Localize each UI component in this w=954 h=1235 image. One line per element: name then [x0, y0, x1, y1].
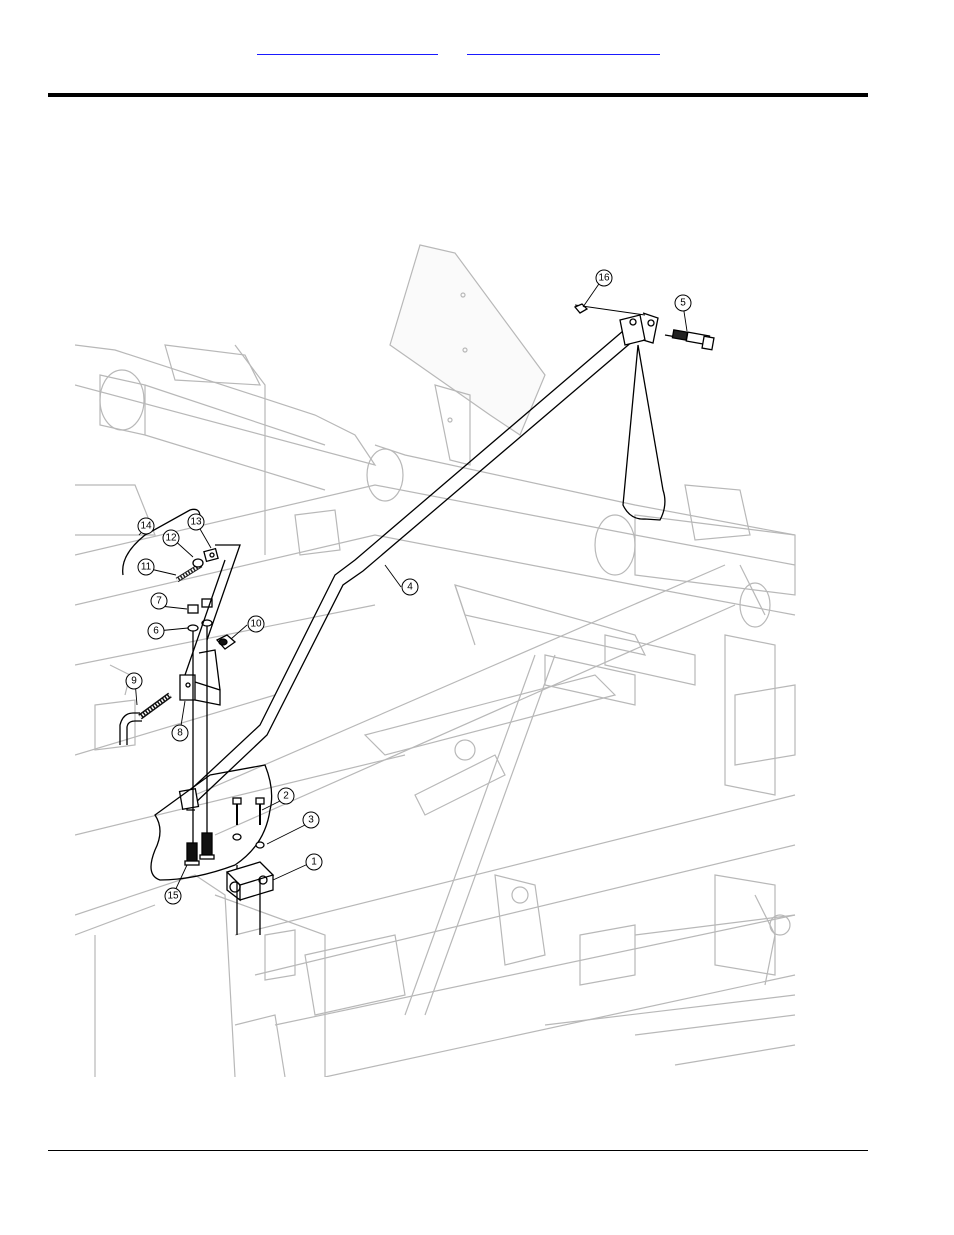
callout-label-1: 1 [311, 857, 317, 868]
callout-16: 16 [596, 270, 612, 286]
callout-label-14: 14 [140, 521, 152, 532]
footer-rule [48, 1150, 868, 1151]
callout-10: 10 [248, 616, 264, 632]
callout-label-6: 6 [153, 626, 159, 637]
callout-label-12: 12 [165, 533, 177, 544]
callout-label-7: 7 [156, 596, 162, 607]
callout-label-8: 8 [177, 728, 183, 739]
header-link-1[interactable] [257, 40, 438, 55]
callout-label-13: 13 [190, 517, 202, 528]
callout-label-9: 9 [131, 676, 137, 687]
callout-label-2: 2 [283, 791, 289, 802]
callout-1: 1 [306, 854, 322, 870]
callout-14: 14 [138, 518, 154, 534]
callout-9: 9 [126, 673, 142, 689]
callout-8: 8 [172, 725, 188, 741]
callouts: 1 2 3 4 5 6 7 [126, 270, 691, 904]
callout-5: 5 [675, 295, 691, 311]
header-rule [48, 93, 868, 97]
callout-3: 3 [303, 812, 319, 828]
callout-15: 15 [165, 888, 181, 904]
callout-label-4: 4 [407, 582, 413, 593]
header-links [0, 40, 954, 60]
callout-label-15: 15 [167, 891, 179, 902]
background-frame [75, 245, 795, 1077]
callout-11: 11 [138, 559, 154, 575]
callout-label-3: 3 [308, 815, 314, 826]
callout-label-5: 5 [680, 298, 686, 309]
parts [120, 304, 714, 935]
header-link-2[interactable] [467, 40, 660, 55]
callout-13: 13 [188, 514, 204, 530]
callout-label-11: 11 [141, 562, 152, 573]
callout-label-16: 16 [598, 273, 610, 284]
callout-6: 6 [148, 623, 164, 639]
callout-2: 2 [278, 788, 294, 804]
callout-12: 12 [163, 530, 179, 546]
callout-7: 7 [151, 593, 167, 609]
exploded-parts-diagram: 1 2 3 4 5 6 7 [75, 235, 801, 1077]
callout-label-10: 10 [250, 619, 262, 630]
callout-4: 4 [402, 579, 418, 595]
